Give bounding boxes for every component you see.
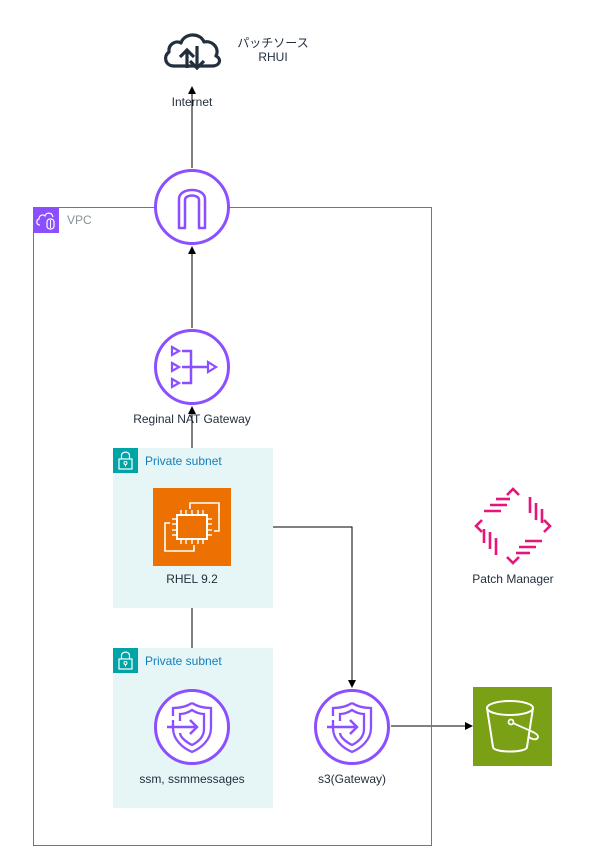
patch-manager-icon[interactable] (474, 487, 552, 565)
subnet-label: Private subnet (145, 654, 222, 668)
vpc-label: VPC (67, 213, 92, 227)
internet-gateway-icon[interactable] (153, 168, 231, 246)
subnet-label: Private subnet (145, 454, 222, 468)
ssm-endpoint-label: ssm, ssmmessages (139, 772, 245, 786)
lock-icon (113, 648, 138, 673)
internet-note-line2: RHUI (258, 50, 288, 64)
vpc-endpoint-icon[interactable] (153, 688, 231, 766)
s3-endpoint-label: s3(Gateway) (317, 772, 387, 786)
patch-manager-label: Patch Manager (472, 572, 554, 586)
internet-note-line1: パッチソース (237, 36, 309, 50)
lock-icon (113, 448, 138, 473)
ec2-instance-icon[interactable] (153, 488, 231, 566)
internet-label: Internet (171, 95, 213, 109)
ec2-label: RHEL 9.2 (166, 572, 218, 586)
vpc-cloud-icon (34, 208, 59, 233)
vpc-endpoint-icon[interactable] (313, 688, 391, 766)
internet-cloud-icon (160, 26, 224, 74)
nat-gateway-label: Reginal NAT Gateway (133, 412, 251, 426)
internet-note: パッチソース RHUI (228, 36, 318, 64)
s3-bucket-icon[interactable] (473, 687, 552, 766)
vpc-group[interactable]: VPC (33, 207, 432, 846)
nat-gateway-icon[interactable] (153, 328, 231, 406)
